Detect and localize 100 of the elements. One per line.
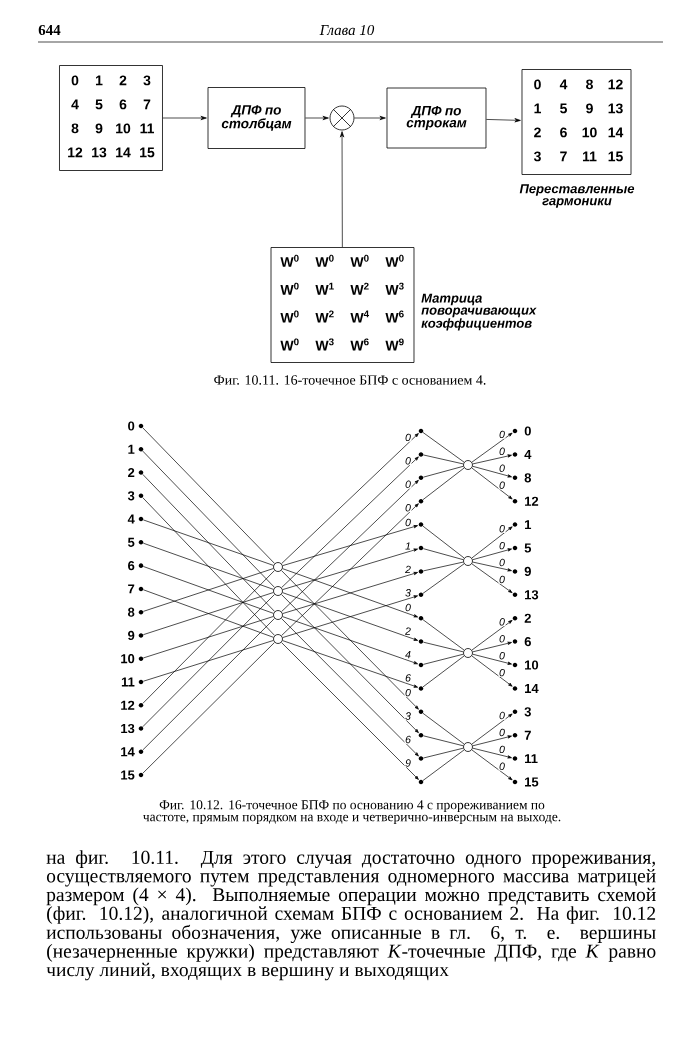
- node-label: W$^{0}$: [280, 310, 299, 323]
- butterfly-node: [463, 556, 473, 566]
- node-label: W$^{4}$: [350, 310, 370, 323]
- node-label: 2: [534, 127, 541, 138]
- node-label: 5: [560, 103, 568, 114]
- index-label: 11: [121, 677, 135, 687]
- node-label: W$^{0}$: [280, 254, 299, 267]
- arrow: [486, 118, 521, 123]
- number-matrix-box: 0 4 8 12 1 5 9 13 2 6 10 14 3 7 11 15: [521, 69, 632, 175]
- arrow: [282, 640, 418, 688]
- node-label: W$^{2}$: [315, 310, 334, 323]
- arrow: [339, 131, 345, 248]
- arrow: [354, 115, 386, 121]
- arrow: [281, 456, 419, 588]
- index-label: 15: [525, 777, 539, 787]
- arrow: [471, 619, 513, 651]
- index-label: 12: [121, 700, 135, 710]
- index-label: 14: [121, 747, 135, 757]
- edge-label: 0: [404, 456, 412, 466]
- arrow: [472, 747, 512, 759]
- node-label: W$^{2}$: [350, 282, 369, 295]
- index-label: 0: [128, 421, 135, 431]
- index-label: 5: [524, 543, 532, 553]
- edge-label: 3: [404, 588, 412, 598]
- edge-label: 0: [498, 745, 506, 754]
- node-label: 3: [533, 151, 541, 162]
- node-label: 14: [608, 127, 624, 138]
- edge-label: 0: [498, 711, 506, 720]
- index-label: 3: [127, 491, 135, 501]
- edge-label: 0: [404, 479, 412, 489]
- index-label: 7: [524, 730, 531, 740]
- edge-label: 0: [404, 688, 412, 697]
- figure-caption: Фиг. 10.12. 16-точечное БПФ по основанию 4 с прореживанием по частоте, прямым порядком на входе и четверично-инверсным на выходе.: [143, 800, 561, 825]
- node-label: W$^{0}$: [280, 338, 299, 351]
- index-label: 13: [121, 723, 135, 734]
- process-box: ДПФ по столбцам: [207, 87, 306, 149]
- index-label: 13: [525, 590, 539, 600]
- index-label: 8: [524, 473, 532, 483]
- node-label: W$^{9}$: [385, 338, 404, 351]
- arrow: [282, 616, 418, 665]
- index-label: 1: [525, 520, 532, 530]
- arrow: [472, 548, 512, 561]
- node-label: 13: [608, 103, 623, 114]
- index-label: 14: [525, 683, 539, 693]
- edge-label: 3: [404, 711, 412, 721]
- arrow: [162, 115, 207, 121]
- index-label: 10: [525, 660, 539, 670]
- edge-label: 0: [498, 668, 506, 677]
- index-label: 1: [128, 444, 135, 454]
- node-label: 11: [582, 151, 597, 162]
- arrow: [471, 655, 513, 687]
- edge-label: 9: [404, 758, 412, 768]
- index-label: 12: [525, 496, 539, 506]
- edge-label: 0: [498, 558, 506, 567]
- edge-label: 0: [404, 518, 412, 527]
- arrow: [281, 594, 419, 734]
- edge-label: 0: [498, 524, 506, 533]
- index-label: 11: [525, 754, 538, 764]
- node-label: 4: [559, 79, 568, 90]
- node-label: 7: [560, 151, 567, 162]
- index-label: 8: [128, 607, 135, 617]
- arrow: [281, 618, 419, 757]
- edge-label: 0: [498, 575, 506, 584]
- node-label: 1: [534, 103, 542, 114]
- number-matrix-box: 0 1 2 3 4 5 6 7 8 9 10 11 12 13 14 15: [59, 65, 163, 171]
- index-label: 4: [524, 449, 532, 459]
- coefficient-matrix-box: W$^{0}$ W$^{0}$ W$^{0}$ W$^{0}$ W$^{0}$ W$^{1}$ W$^{2}$ W$^{3}$ W$^{0}$ W$^{2}$ W$^{4}$ W$^{6}$ W$^{0}$ W$^{3}$ W$^{6}$ W$^{9}$: [270, 247, 415, 363]
- arrow: [471, 467, 513, 500]
- node-label: W$^{3}$: [315, 338, 334, 351]
- node-label: W$^{6}$: [350, 338, 369, 351]
- edge-label: 2: [404, 626, 412, 636]
- index-label: 9: [128, 630, 135, 641]
- edge-label: 0: [404, 603, 412, 612]
- node-label: W$^{0}$: [315, 254, 334, 267]
- arrow: [281, 642, 419, 780]
- index-label: 5: [128, 537, 135, 547]
- arrow: [282, 548, 418, 590]
- index-label: 3: [524, 707, 531, 717]
- arrow: [281, 503, 419, 636]
- body-text: на фиг. 10.11. Для этого случая достаточно одного прореживания, осуществляемого путем представления одномерного массива матрицей размером (4 × 4). Выполняемые операции можно представить схемой (фиг. 10.12), аналогичной схемам БПФ с основанием 2. На фиг. 10.12 использованы обозначения, уже описанные в гл. 6, т. е. вершины (незачерненные кружки) представляют K-точечные ДПФ, где K равно числу линий, входящих в вершину и выходящих: [46, 850, 656, 981]
- node-label: 12: [608, 79, 623, 90]
- butterfly-node: [273, 610, 283, 620]
- edge-label: 0: [498, 634, 506, 644]
- node-label: W$^{0}$: [280, 282, 299, 295]
- multiplier-symbol: [329, 105, 355, 131]
- index-label: 7: [128, 584, 135, 594]
- node-label: 15: [608, 151, 623, 162]
- arrow: [282, 525, 418, 566]
- edge-label: 6: [404, 735, 412, 744]
- edge-label: 0: [498, 447, 506, 456]
- node-label: W$^{1}$: [315, 282, 334, 295]
- index-label: 10: [121, 654, 135, 664]
- arrow: [281, 479, 419, 612]
- butterfly-node: [463, 460, 473, 470]
- butterfly-node: [463, 742, 473, 752]
- arrow: [471, 713, 513, 745]
- node-label: 0: [534, 79, 541, 90]
- arrow: [472, 465, 512, 478]
- arrow: [471, 432, 513, 463]
- node-label: 6: [560, 127, 567, 138]
